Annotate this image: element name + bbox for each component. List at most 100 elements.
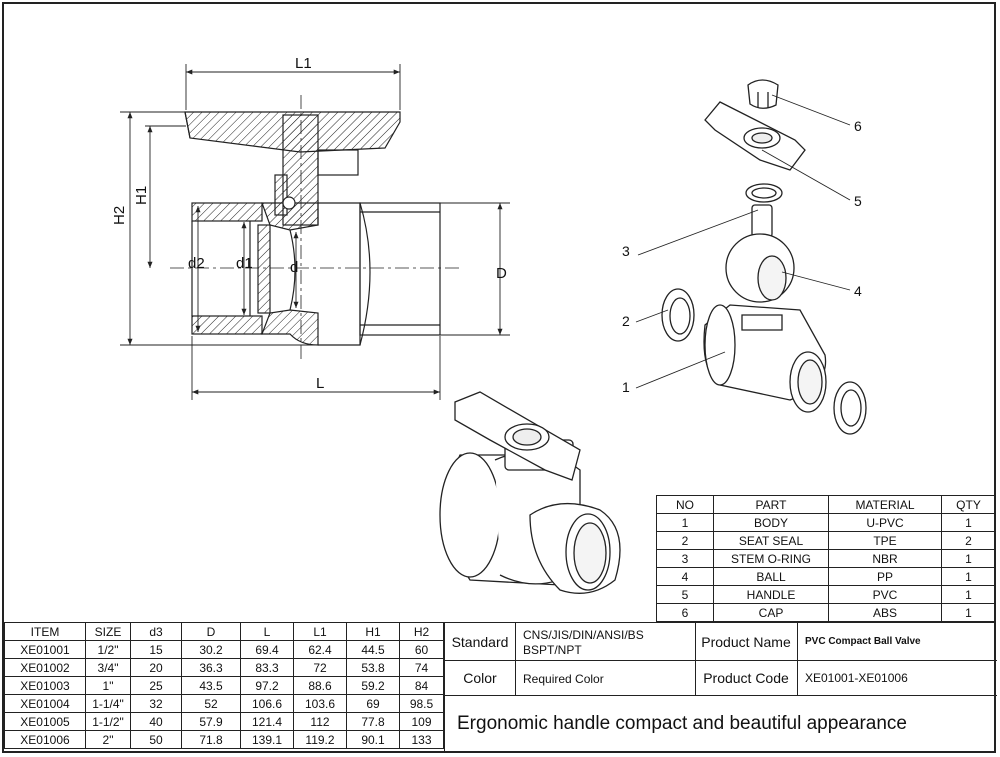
cell: 2 xyxy=(656,531,714,550)
cell: 1 xyxy=(941,585,996,604)
size-table-header: ITEM SIZE d3 D L L1 H1 H2 xyxy=(4,622,444,641)
cell: 83.3 xyxy=(240,658,294,677)
callout-5: 5 xyxy=(854,193,862,209)
cell: U-PVC xyxy=(828,513,942,532)
cell: PVC xyxy=(828,585,942,604)
dim-d-label: d xyxy=(290,259,298,276)
cell: 50 xyxy=(130,730,182,749)
dim-d2-label: d2 xyxy=(188,255,205,272)
cell: 1 xyxy=(656,513,714,532)
cell: PP xyxy=(828,567,942,586)
size-header-L: L xyxy=(240,622,294,641)
product-name-value: PVC Compact Ball Valve xyxy=(805,636,921,647)
cell: 1 xyxy=(941,603,996,622)
cell: 40 xyxy=(130,712,182,731)
color-label: Color xyxy=(463,669,497,686)
cell: XE01004 xyxy=(4,694,86,713)
parts-header-part: PART xyxy=(713,495,829,514)
leader-lines xyxy=(635,94,851,389)
cell: 53.8 xyxy=(346,658,400,677)
cell: ABS xyxy=(828,603,942,622)
cell: 1 xyxy=(941,567,996,586)
cell: 112 xyxy=(293,712,347,731)
parts-table-header: NO PART MATERIAL QTY xyxy=(656,495,996,514)
standard-value-line1: CNS/JIS/DIN/ANSI/BS xyxy=(523,628,644,642)
cell: 43.5 xyxy=(181,676,241,695)
cell: 6 xyxy=(656,603,714,622)
title-block: Standard CNS/JIS/DIN/ANSI/BS BSPT/NPT Pr… xyxy=(444,622,997,753)
product-code-value: XE01001-XE01006 xyxy=(805,670,908,685)
cell: 119.2 xyxy=(293,730,347,749)
cell: 3/4" xyxy=(85,658,131,677)
cell: SEAT SEAL xyxy=(713,531,829,550)
color-value: Required Color xyxy=(523,672,604,686)
dimension-labels: L1 H2 H1 d2 d1 d D L xyxy=(111,55,507,392)
dim-L-label: L xyxy=(316,375,324,392)
standard-value-line2: BSPT/NPT xyxy=(523,643,582,657)
parts-header-no: NO xyxy=(656,495,714,514)
cell: 1 xyxy=(941,549,996,568)
cell: XE01005 xyxy=(4,712,86,731)
size-header-d3: d3 xyxy=(130,622,182,641)
cell: 20 xyxy=(130,658,182,677)
size-header-size: SIZE xyxy=(85,622,131,641)
cell: 1 xyxy=(941,513,996,532)
cell: BODY xyxy=(713,513,829,532)
cell: 133 xyxy=(399,730,444,749)
cell: 52 xyxy=(181,694,241,713)
cell: 98.5 xyxy=(399,694,444,713)
cell: 15 xyxy=(130,640,182,659)
size-header-H1: H1 xyxy=(346,622,400,641)
callout-4: 4 xyxy=(854,283,862,299)
cell: 1-1/2" xyxy=(85,712,131,731)
cell: 3 xyxy=(656,549,714,568)
cell: 30.2 xyxy=(181,640,241,659)
size-header-L1: L1 xyxy=(293,622,347,641)
callout-3: 3 xyxy=(622,243,630,259)
cell: 97.2 xyxy=(240,676,294,695)
callout-6: 6 xyxy=(854,118,862,134)
size-header-item: ITEM xyxy=(4,622,86,641)
cell: 77.8 xyxy=(346,712,400,731)
cell: CAP xyxy=(713,603,829,622)
cell: XE01002 xyxy=(4,658,86,677)
cell: TPE xyxy=(828,531,942,550)
cell: BALL xyxy=(713,567,829,586)
exploded-view xyxy=(661,79,867,435)
cell: 60 xyxy=(399,640,444,659)
size-header-D: D xyxy=(181,622,241,641)
cell: 90.1 xyxy=(346,730,400,749)
cell: 121.4 xyxy=(240,712,294,731)
cell: 25 xyxy=(130,676,182,695)
cell: 69.4 xyxy=(240,640,294,659)
cell: 103.6 xyxy=(293,694,347,713)
callout-1: 1 xyxy=(622,379,630,395)
cell: HANDLE xyxy=(713,585,829,604)
cell: 1-1/4" xyxy=(85,694,131,713)
size-header-H2: H2 xyxy=(399,622,444,641)
dim-h2-label: H2 xyxy=(111,206,128,225)
parts-header-material: MATERIAL xyxy=(828,495,942,514)
cell: 71.8 xyxy=(181,730,241,749)
dim-D-label: D xyxy=(496,265,507,282)
cell: 106.6 xyxy=(240,694,294,713)
cell: 84 xyxy=(399,676,444,695)
cell: 88.6 xyxy=(293,676,347,695)
cell: 74 xyxy=(399,658,444,677)
dimension-lines xyxy=(120,64,510,400)
standard-label: Standard xyxy=(451,633,509,650)
assembled-view xyxy=(439,391,621,594)
standard-value: CNS/JIS/DIN/ANSI/BS BSPT/NPT xyxy=(523,626,693,660)
cell: STEM O-RING xyxy=(713,549,829,568)
cell: 44.5 xyxy=(346,640,400,659)
